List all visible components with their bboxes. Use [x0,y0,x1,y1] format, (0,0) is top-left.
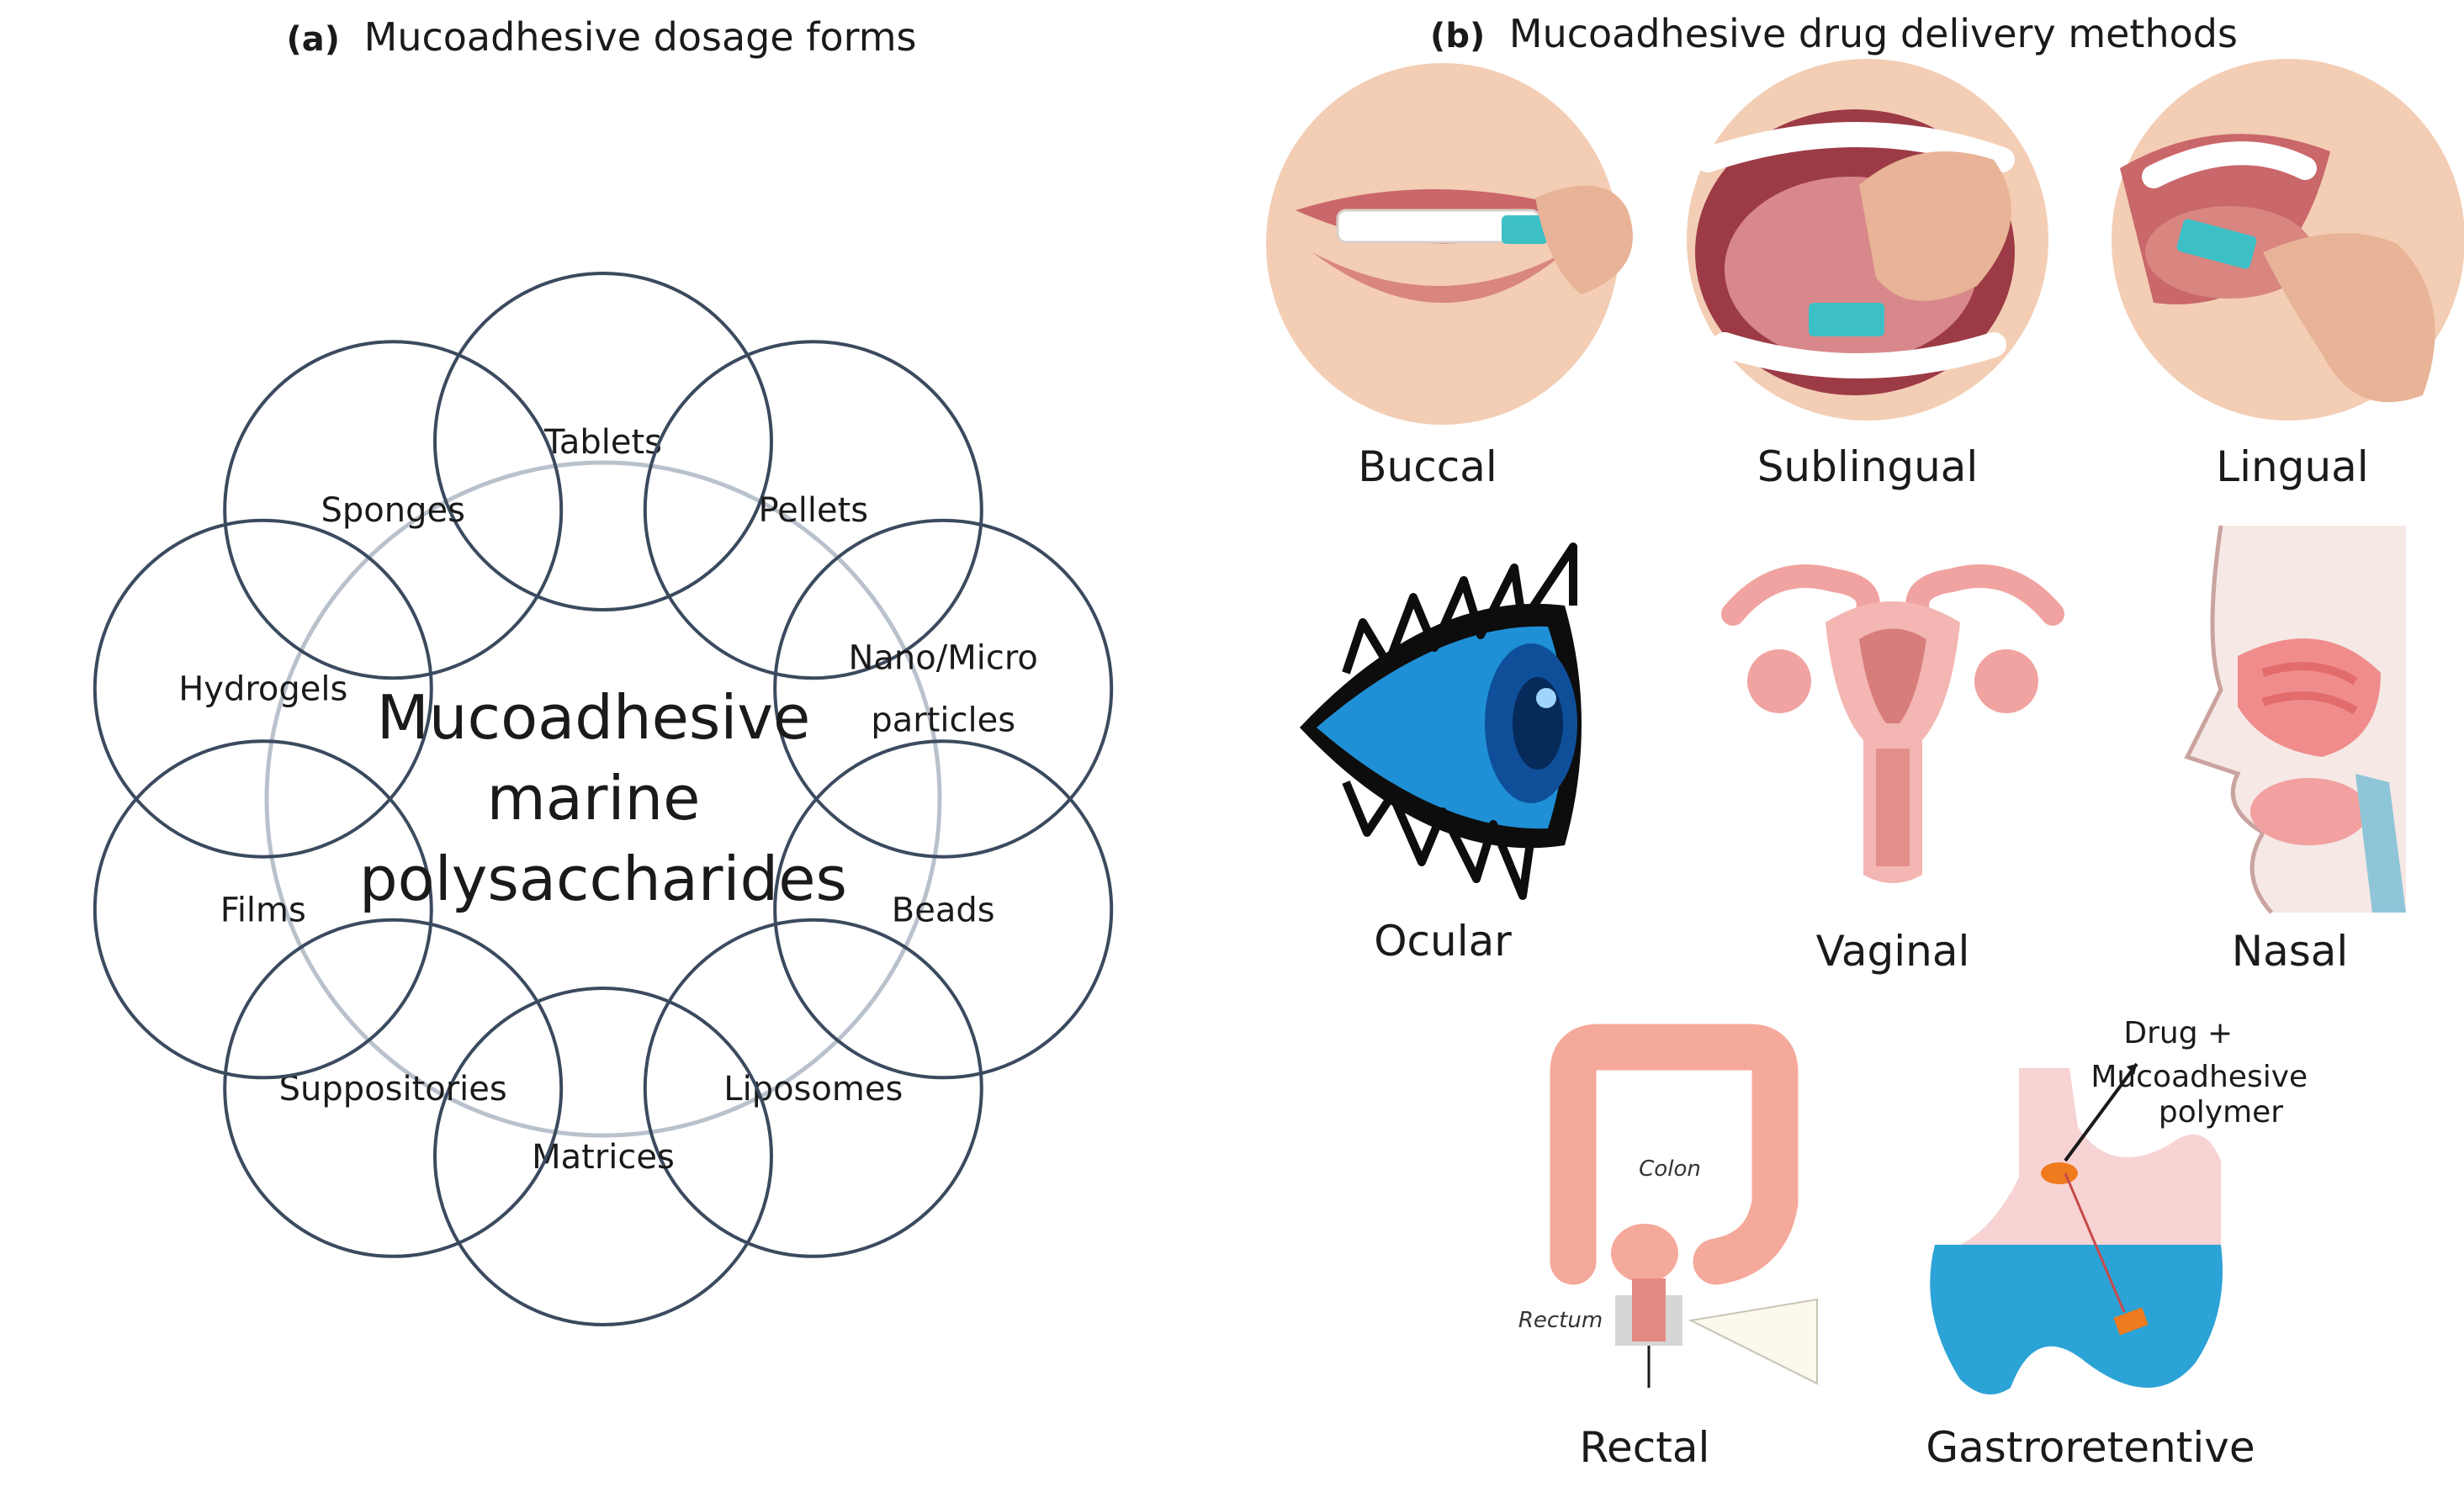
route-label-nasal: Nasal [2232,927,2349,976]
center-circle [264,460,942,1138]
panel-a-letter: (a) [286,20,340,59]
dosage-form-circle [93,518,433,859]
route-label-buccal: Buccal [1358,442,1497,491]
center-label: Mucoadhesive marine polysaccharides [359,682,847,914]
route-label-sublingual: Sublingual [1757,442,1979,491]
rectal-illustration: Colon Rectum [1518,1024,1818,1388]
vaginal-illustration [1721,564,2064,883]
dosage-form-circle [773,518,1114,859]
dosage-form-label: Suppositories [279,1070,507,1109]
dosage-form-label: Liposomes [723,1070,903,1109]
ocular-illustration [1300,542,1582,900]
dosage-form-label-line: Liposomes [723,1070,903,1109]
dosage-form-circle [433,987,773,1326]
panel-b: (b) Mucoadhesive drug delivery methods B… [1266,11,2464,1472]
dosage-form-label-line: Beads [892,891,995,929]
dosage-form-label: Matrices [532,1138,675,1177]
colon-label: Colon [1639,1156,1701,1182]
gastro-drug-label-line: polymer [2159,1095,2283,1130]
route-label-lingual: Lingual [2216,442,2368,491]
route-label-ocular: Ocular [1374,917,1512,966]
gastro-drug-label: Drug + Mucoadhesive polymer [2090,1016,2317,1130]
dosage-form-label: Films [220,891,306,929]
dosage-form-label-line: Tablets [543,423,662,462]
dosage-form-circle [223,918,564,1258]
dosage-form-label: Beads [892,891,995,929]
dosage-form-label-line: Films [220,891,306,929]
dosage-form-circle [433,272,773,611]
gastro-drug-label-line: Drug + [2123,1016,2233,1050]
dosage-form-label-line: Sponges [321,491,464,530]
route-label-rectal: Rectal [1580,1423,1710,1472]
gastroretentive-illustration: Drug + Mucoadhesive polymer [1930,1016,2317,1394]
dosage-form-label: Tablets [543,423,662,462]
sublingual-illustration [1687,59,2048,421]
dosage-form-label: Nano/Micro particles [849,639,1038,740]
center-label-line: Mucoadhesive [377,682,811,753]
dosage-form-circle [643,340,983,680]
dosage-form-label-line: particles [871,701,1015,740]
dosage-form-label-line: Pellets [758,491,868,530]
dosage-form-circle [223,340,564,680]
center-label-line: marine [487,763,701,833]
dosage-form-label-line: Suppositories [279,1070,507,1109]
dosage-form-circle [93,739,433,1080]
dosage-form-label: Sponges [321,491,464,530]
dosage-form-circle [643,918,983,1258]
dosage-form-label-line: Hydrogels [178,670,347,709]
panel-b-title: (b) Mucoadhesive drug delivery methods [1430,11,2238,56]
lingual-illustration [2112,59,2464,421]
gastro-drug-label-line: Mucoadhesive [2090,1060,2308,1094]
dosage-form-label: Pellets [758,491,868,530]
dosage-form-label: Hydrogels [178,670,347,709]
route-label-gastroretentive: Gastroretentive [1926,1423,2255,1472]
panel-b-letter: (b) [1430,17,1485,56]
rectum-label: Rectum [1518,1308,1603,1333]
panel-a: (a) Mucoadhesive dosage forms TabletsPel… [93,14,1114,1326]
dosage-form-label-line: Nano/Micro [849,639,1038,678]
panel-b-title-text: Mucoadhesive drug delivery methods [1509,11,2238,56]
panel-a-title: (a) Mucoadhesive dosage forms [286,14,916,60]
center-label-line: polysaccharides [359,844,847,914]
route-label-vaginal: Vaginal [1816,927,1970,976]
buccal-illustration [1266,63,1633,425]
dosage-form-label-line: Matrices [532,1138,675,1177]
dosage-form-circle [773,739,1114,1080]
panel-a-title-text: Mucoadhesive dosage forms [364,14,917,60]
nasal-illustration [2184,525,2406,914]
